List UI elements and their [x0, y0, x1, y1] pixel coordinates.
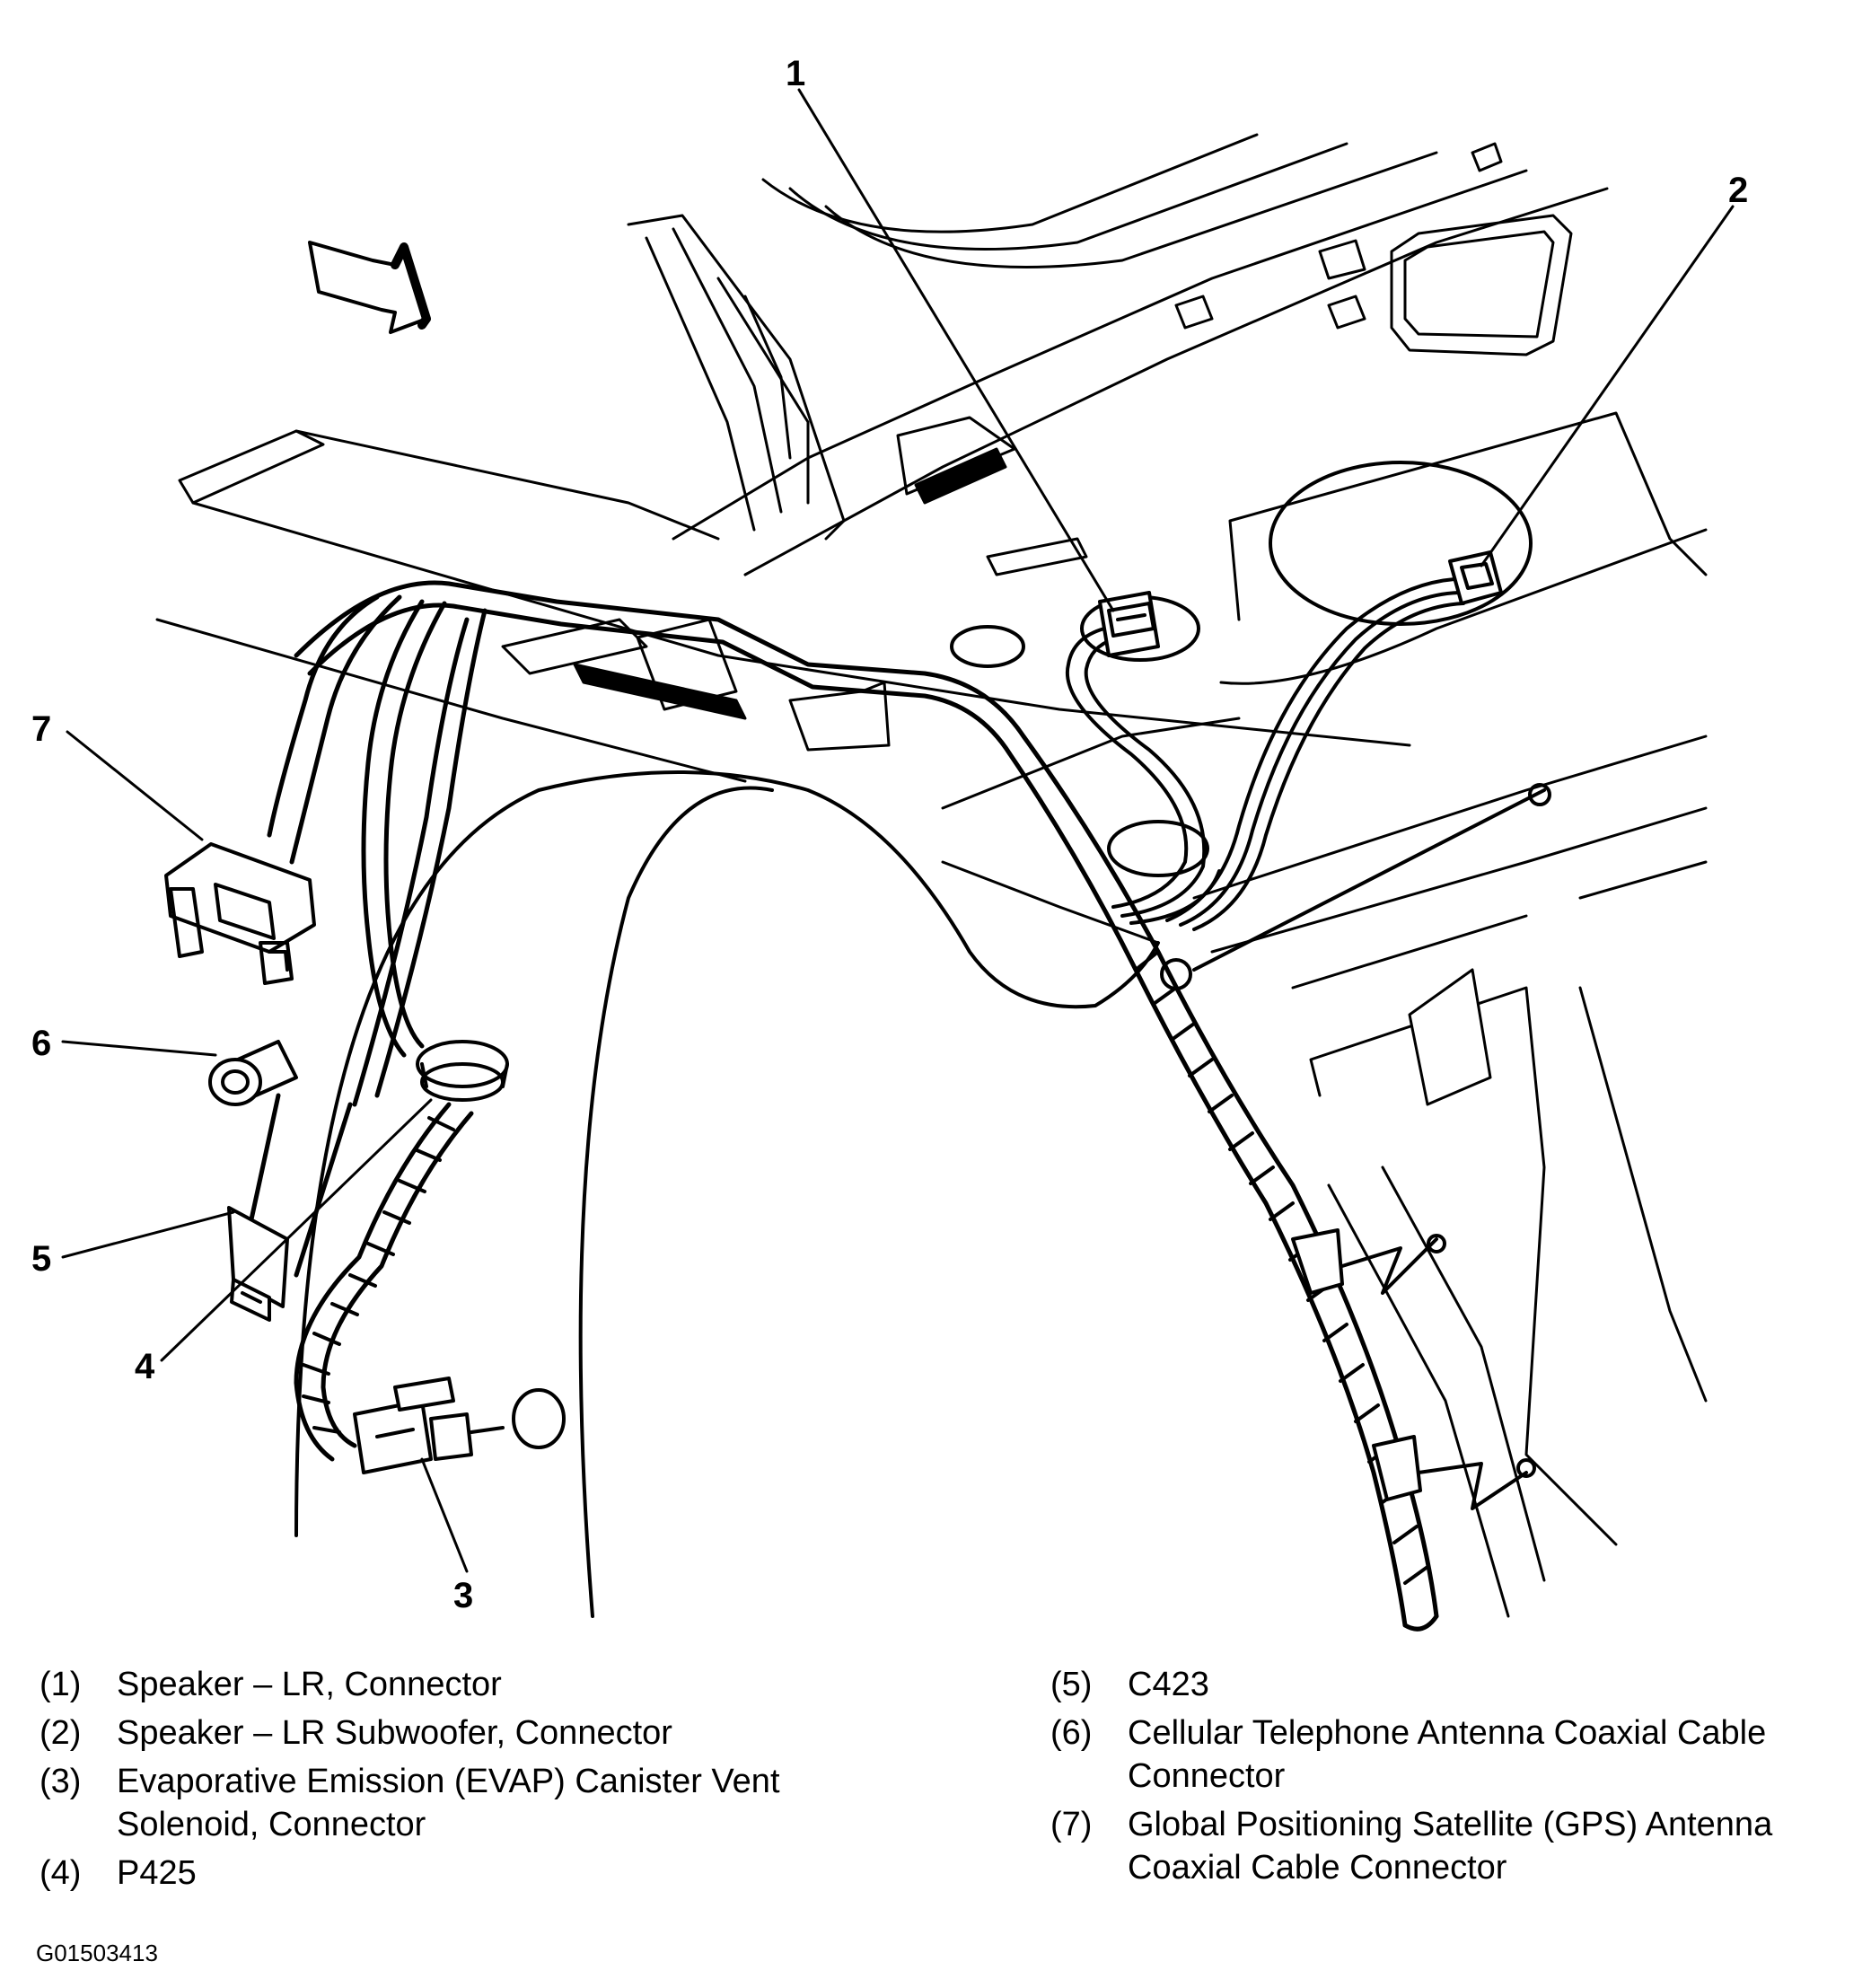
legend-item-6: (6) Cellular Telephone Antenna Coaxial C… — [1050, 1711, 1858, 1798]
wiring-harness-main — [294, 580, 1439, 1632]
callout-1: 1 — [786, 54, 805, 93]
legend-text: C423 — [1128, 1666, 1209, 1703]
legend-number: (6) — [1050, 1714, 1093, 1752]
legend-item-1: (1) Speaker – LR, Connector — [40, 1663, 973, 1706]
legend-text: Cellular Telephone Antenna Coaxial Cable… — [1128, 1714, 1767, 1795]
callout-6: 6 — [31, 1024, 51, 1063]
legend-number: (4) — [40, 1854, 82, 1892]
branch-to-speaker-connector — [1065, 627, 1221, 925]
gps-antenna-coax-connector — [164, 842, 316, 985]
callout-4: 4 — [135, 1347, 155, 1386]
legend-text: Speaker – LR, Connector — [117, 1666, 502, 1703]
front-direction-arrow-icon — [308, 241, 431, 334]
legend-item-3: (3) Evaporative Emission (EVAP) Canister… — [40, 1760, 973, 1846]
wheel-well-arch — [294, 770, 1160, 1537]
legend-item-2: (2) Speaker – LR Subwoofer, Connector — [40, 1711, 973, 1755]
callout-2: 2 — [1728, 171, 1748, 210]
cellular-antenna-coax-connector — [208, 1040, 298, 1106]
p425-grommet — [416, 1040, 509, 1102]
branch-to-subwoofer-connector — [1165, 577, 1465, 931]
legend-item-5: (5) C423 — [1050, 1663, 1858, 1706]
legend-text: Evaporative Emission (EVAP) Canister Ven… — [117, 1763, 780, 1843]
speaker-opening-lower — [1107, 820, 1209, 877]
grommet-opening — [950, 625, 1025, 668]
callout-5: 5 — [31, 1239, 51, 1279]
legend-item-4: (4) P425 — [40, 1852, 973, 1895]
legend-text: Global Positioning Satellite (GPS) Anten… — [1128, 1806, 1773, 1887]
legend-item-7: (7) Global Positioning Satellite (GPS) A… — [1050, 1803, 1858, 1889]
speaker-lr-connector — [1098, 591, 1160, 657]
wheel-well-inner-arch — [578, 786, 774, 1618]
legend-number: (7) — [1050, 1806, 1093, 1843]
harness-clips — [1160, 783, 1551, 1510]
body-panel-outline — [155, 133, 1708, 1618]
wiring-harness-left-branch — [231, 594, 488, 1462]
c423-connector — [227, 1206, 289, 1322]
legend-right-column: (5) C423 (6) Cellular Telephone Antenna … — [1050, 1663, 1858, 1895]
evap-canister-vent-solenoid-connector — [353, 1377, 566, 1474]
legend-number: (2) — [40, 1714, 82, 1752]
legend-number: (3) — [40, 1763, 82, 1800]
left-branch-spiral-wrap — [302, 1116, 455, 1434]
figure-id: G01503413 — [36, 1940, 158, 1966]
legend-left-column: (1) Speaker – LR, Connector (2) Speaker … — [40, 1663, 973, 1900]
subwoofer-opening — [1269, 461, 1533, 626]
legend-number: (5) — [1050, 1666, 1093, 1703]
legend-number: (1) — [40, 1666, 82, 1703]
legend-text: P425 — [117, 1854, 197, 1892]
wiring-harness-illustration: 1 2 3 4 5 6 7 — [31, 54, 1748, 1632]
callout-leaders — [61, 88, 1735, 1573]
legend-text: Speaker – LR Subwoofer, Connector — [117, 1714, 672, 1752]
callout-3: 3 — [453, 1576, 473, 1615]
callout-7: 7 — [31, 709, 51, 749]
callout-labels: 1 2 3 4 5 6 7 — [31, 54, 1748, 1615]
speaker-lr-subwoofer-connector — [1448, 550, 1503, 605]
